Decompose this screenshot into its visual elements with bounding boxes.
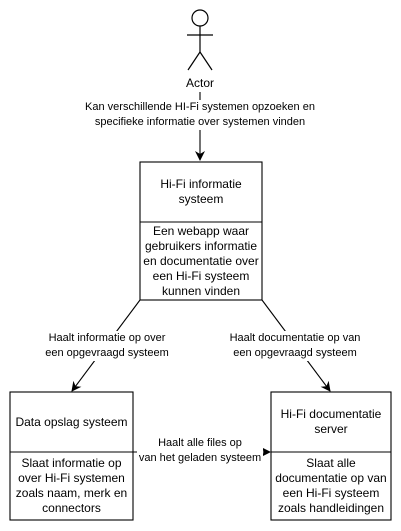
actor-label: Actor <box>185 76 214 90</box>
actor-head <box>191 9 209 27</box>
actor-left-leg <box>187 51 201 71</box>
edge-label-line: specifieke informatie over systemen vind… <box>94 116 306 128</box>
doc-server-title: Hi-Fi documentatie server <box>280 407 382 436</box>
edge-label-line: Kan verschillende HI-Fi systemen opzoeke… <box>85 101 315 113</box>
doc-server-description: Slaat alle documentatie op van een Hi-Fi… <box>275 456 387 515</box>
info-system-title: Hi-Fi informatie systeem <box>160 177 242 206</box>
data-storage-description: Slaat informatie op over Hi-Fi systemen … <box>15 456 128 515</box>
info-system-description: Een webapp waar gebruikers informatie en… <box>143 223 259 298</box>
info-system-box[interactable] <box>139 161 263 301</box>
actor-figure[interactable] <box>187 9 213 71</box>
doc-server-box[interactable] <box>270 391 392 521</box>
data-storage-box[interactable] <box>9 391 134 521</box>
edge-label-data-to-docs: Haalt alle files op van het geladen syst… <box>137 436 263 466</box>
actor-right-leg <box>199 51 213 71</box>
edge-label-system-to-docs: Haalt documentatie op van een opgevraagd… <box>225 331 365 361</box>
data-storage-title: Data opslag systeem <box>15 414 128 429</box>
edge-label-actor-to-system: Kan verschillende HI-Fi systemen opzoeke… <box>80 100 320 130</box>
edge-label-system-to-data: Haalt informatie op over een opgevraagd … <box>42 331 172 361</box>
